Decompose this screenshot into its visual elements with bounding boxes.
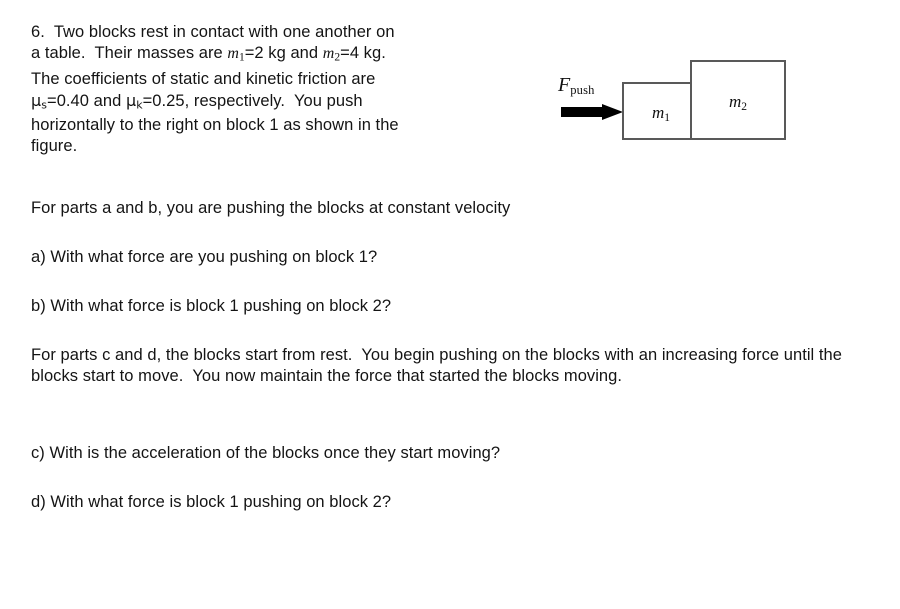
block-2: m2 [690, 60, 786, 140]
intro-line-2-mid: =2 kg and [244, 44, 323, 62]
question-b: b) With what force is block 1 pushing on… [31, 297, 392, 315]
block-1: m1 [622, 82, 692, 140]
intro-line-3: The coefficients of static and kinetic f… [31, 69, 376, 88]
start-from-rest-note: For parts c and d, the blocks start from… [31, 346, 847, 385]
question-c: c) With is the acceleration of the block… [31, 444, 501, 462]
mu-kinetic-variable: μk [125, 90, 143, 111]
intro-line-6: figure. [31, 136, 78, 155]
intro-line-5: horizontally to the right on block 1 as … [31, 115, 399, 134]
intro-line-1: 6. Two blocks rest in contact with one a… [31, 23, 395, 41]
blocks-figure: Fpush m1 m2 [550, 50, 800, 150]
question-a: a) With what force are you pushing on bl… [31, 248, 378, 266]
mu-static-variable: μs [31, 90, 48, 111]
intro-paragraph: 6. Two blocks rest in contact with one a… [31, 22, 531, 157]
block-2-label: m2 [728, 91, 748, 113]
force-arrow-icon [561, 104, 623, 120]
constant-velocity-note: For parts a and b, you are pushing the b… [31, 199, 511, 217]
mass-2-variable: m2 [322, 45, 341, 64]
mass-1-variable: m1 [227, 45, 245, 64]
intro-line-2-prefix: a table. Their masses are [31, 44, 228, 62]
intro-line-2-suffix: =4 kg. [340, 44, 386, 62]
force-push-label: Fpush [558, 74, 595, 98]
mu-kinetic-value: =0.25, respectively. You push [142, 91, 363, 110]
question-d: d) With what force is block 1 pushing on… [31, 493, 392, 511]
mu-static-value: =0.40 and [47, 91, 126, 110]
block-1-label: m1 [651, 102, 671, 124]
